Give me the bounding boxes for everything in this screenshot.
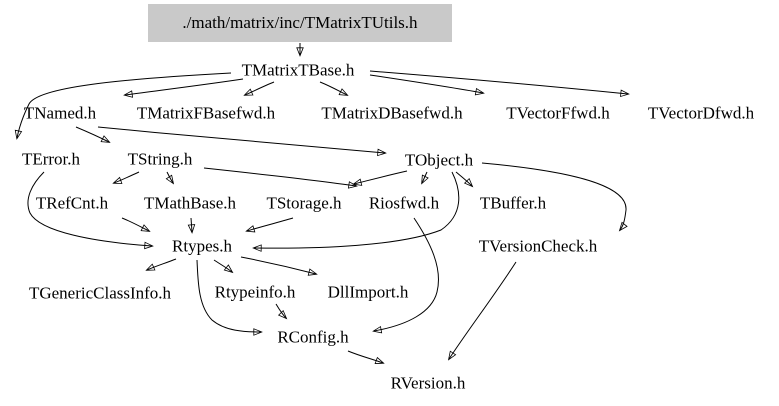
node-trefcnt[interactable]: TRefCnt.h xyxy=(35,193,109,213)
edge-tobject-tbuffer xyxy=(455,171,472,186)
node-rconfig[interactable]: RConfig.h xyxy=(277,327,349,347)
node-tversioncheck[interactable]: TVersionCheck.h xyxy=(478,236,598,256)
node-rtypes[interactable]: Rtypes.h xyxy=(172,236,232,256)
edge-tobject-riosfwd xyxy=(422,171,427,183)
edge-rtypes-tgenericclassinfo xyxy=(147,258,177,270)
edge-tversioncheck-rversion xyxy=(449,261,517,359)
edge-tmatrixtbase-tvectorffwd xyxy=(369,74,483,93)
edge-tobject-rtypes xyxy=(254,171,460,248)
edge-tmatrixtbase-tvectordfwd xyxy=(369,70,628,94)
node-tmatrixdbasefwd[interactable]: TMatrixDBasefwd.h xyxy=(321,103,463,123)
edge-tmathbase-rtypes xyxy=(191,217,192,232)
node-tstorage[interactable]: TStorage.h xyxy=(266,193,342,213)
edge-trefcnt-rtypes xyxy=(121,217,149,231)
node-tvectordfwd[interactable]: TVectorDfwd.h xyxy=(647,103,755,123)
edge-tstorage-rtypes xyxy=(247,217,294,231)
edge-rtypeinfo-rconfig xyxy=(275,303,286,318)
node-tbuffer[interactable]: TBuffer.h xyxy=(479,193,547,213)
node-riosfwd[interactable]: Riosfwd.h xyxy=(368,193,440,213)
node-terror[interactable]: TError.h xyxy=(21,149,81,169)
edge-rtypes-rconfig xyxy=(196,259,261,332)
node-tmatrixfbasefwd[interactable]: TMatrixFBasefwd.h xyxy=(136,103,276,123)
node-rversion[interactable]: RVersion.h xyxy=(390,373,466,393)
node-tmathbase[interactable]: TMathBase.h xyxy=(143,193,237,213)
edge-terror-rtypes xyxy=(27,171,152,246)
edge-rconfig-rversion xyxy=(347,350,383,363)
node-tmatrixtutils: ./math/matrix/inc/TMatrixTUtils.h xyxy=(148,4,452,42)
edge-tobject-tstorage xyxy=(354,170,408,184)
node-tstring[interactable]: TString.h xyxy=(127,149,193,169)
node-tmatrixtbase[interactable]: TMatrixTBase.h xyxy=(241,60,355,80)
node-tnamed[interactable]: TNamed.h xyxy=(23,103,97,123)
edge-tstring-tmathbase xyxy=(167,171,173,183)
edge-tstring-trefcnt xyxy=(114,171,140,183)
node-tgenericclassinfo[interactable]: TGenericClassInfo.h xyxy=(28,283,172,303)
node-rtypeinfo[interactable]: Rtypeinfo.h xyxy=(214,282,296,302)
edge-tmatrixtbase-tmatrixfbasefwd xyxy=(245,81,275,95)
edge-tmatrixtbase-terror xyxy=(17,72,232,138)
node-tvectorffwd[interactable]: TVectorFfwd.h xyxy=(506,103,610,123)
edge-tmatrixtbase-tmatrixdbasefwd xyxy=(319,81,347,95)
edge-tmatrixtbase-tnamed xyxy=(125,78,244,95)
edge-tnamed-tobject xyxy=(97,126,385,153)
edge-rtypes-dllimport xyxy=(240,256,316,274)
edge-riosfwd-rconfig xyxy=(374,217,439,331)
edge-tnamed-tstring xyxy=(75,126,109,142)
node-tobject[interactable]: TObject.h xyxy=(404,150,474,170)
edge-tstring-riosfwd xyxy=(203,167,356,186)
node-dllimport[interactable]: DllImport.h xyxy=(327,282,409,302)
edge-tobject-tversioncheck xyxy=(481,162,626,230)
edge-rtypes-rtypeinfo xyxy=(213,259,232,272)
